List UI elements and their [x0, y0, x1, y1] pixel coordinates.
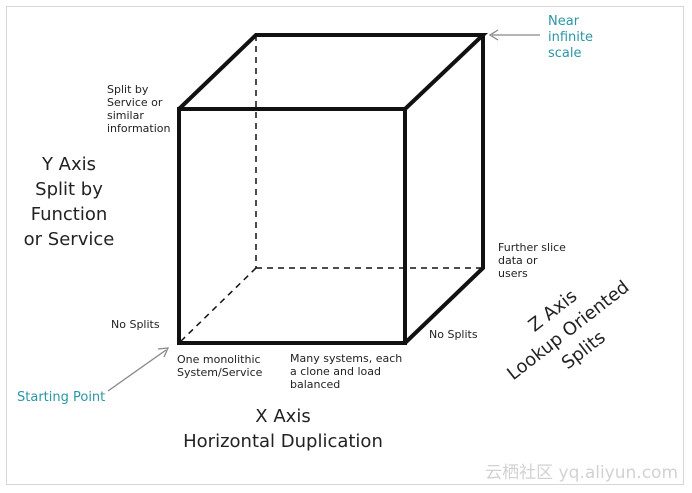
cube-top-face: [177, 33, 489, 111]
starting-point-arrow-line: [107, 349, 167, 392]
label-origin: One monolithic System/Service: [177, 353, 263, 379]
hidden-edge-depth: [178, 267, 257, 344]
y-axis-group: Y Axis Split by Function or Service: [14, 152, 124, 252]
x-axis-desc: Horizontal Duplication: [183, 431, 383, 452]
y-axis-name: Y Axis: [41, 154, 97, 175]
label-no-splits-left: No Splits: [111, 318, 160, 331]
label-x-mid: Many systems, each a clone and load bala…: [290, 352, 403, 391]
starting-point-arrow-head: [157, 347, 170, 358]
watermark: 云栖社区 yq.aliyun.com: [485, 463, 678, 483]
x-axis-name: X Axis: [255, 406, 311, 427]
diagram-frame: [6, 6, 684, 485]
y-axis-desc-line-1: Split by: [35, 179, 103, 200]
x-axis-group: X Axis Horizontal Duplication: [170, 404, 396, 454]
label-starting-point: Starting Point: [17, 390, 106, 405]
label-further-slice: Further slice data or users: [498, 241, 566, 280]
label-near-infinite-scale: Near infinite scale: [548, 14, 593, 61]
cube-right-face: [403, 35, 485, 345]
y-axis-desc-line-3: or Service: [23, 229, 115, 250]
y-axis-desc-line-2: Function: [30, 204, 108, 225]
label-no-splits-right: No Splits: [429, 328, 478, 341]
cube-front-face: [177, 107, 407, 345]
label-top-left: Split by Service or similar information: [107, 83, 171, 135]
near-infinite-arrow-head: [488, 29, 499, 41]
